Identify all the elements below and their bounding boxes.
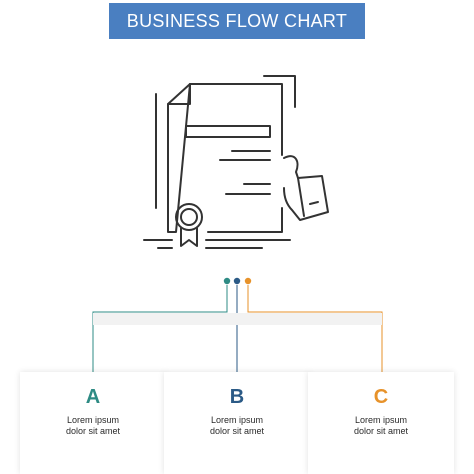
connector-line-a xyxy=(92,285,228,372)
step-letter-b: B xyxy=(229,386,245,408)
connector-dot-b xyxy=(233,277,241,285)
title-banner: BUSINESS FLOW CHART xyxy=(109,3,365,39)
contract-certificate-icon xyxy=(143,75,329,249)
step-text-b-line1: Lorem ipsum xyxy=(210,415,264,425)
connector-dot-a xyxy=(223,277,231,285)
page-title: BUSINESS FLOW CHART xyxy=(126,10,348,31)
step-text-a-line1: Lorem ipsum xyxy=(66,415,120,425)
step-card-b: B Lorem ipsum dolor sit amet xyxy=(164,372,310,474)
step-text-a-line2: dolor sit amet xyxy=(65,426,121,436)
step-text-b-line2: dolor sit amet xyxy=(209,426,265,436)
step-card-a: A Lorem ipsum dolor sit amet xyxy=(20,372,166,474)
step-card-c: C Lorem ipsum dolor sit amet xyxy=(308,372,454,474)
connector-dot-c xyxy=(244,277,252,285)
step-letter-a: A xyxy=(85,386,101,408)
step-text-c-line2: dolor sit amet xyxy=(353,426,409,436)
step-text-c-line1: Lorem ipsum xyxy=(354,415,408,425)
step-letter-c: C xyxy=(373,386,389,408)
connector-line-c xyxy=(247,285,383,372)
